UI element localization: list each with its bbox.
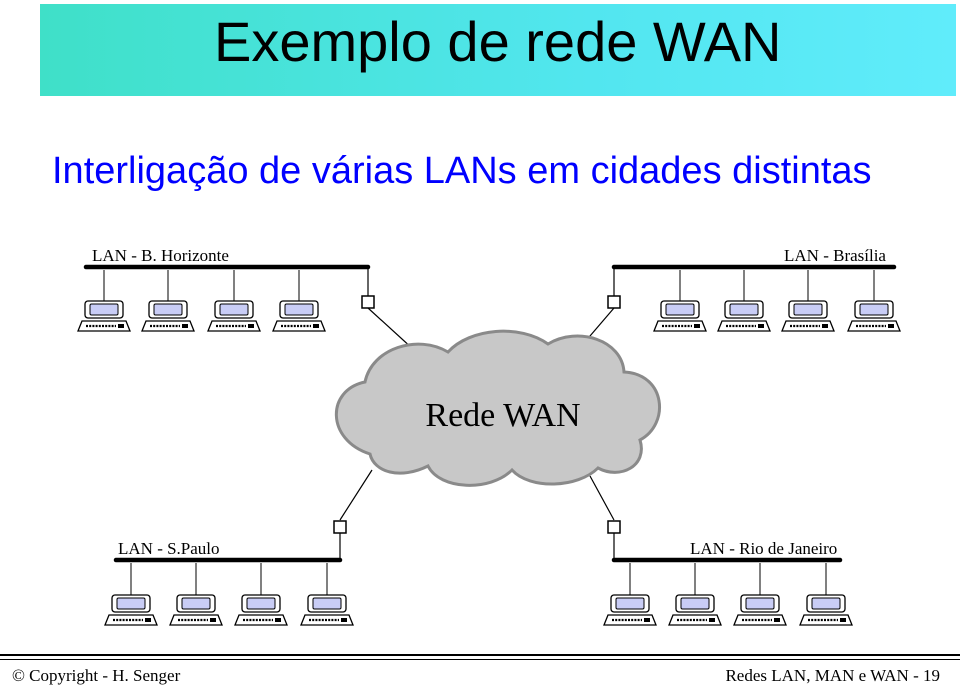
computer-icon — [104, 594, 158, 626]
computer-icon — [234, 594, 288, 626]
lan-sao-paulo — [104, 520, 354, 626]
footer-rule — [0, 654, 960, 656]
lan-label-rio: LAN - Rio de Janeiro — [690, 539, 837, 558]
lan-groups — [77, 264, 901, 626]
computer-icon — [169, 594, 223, 626]
lan-label-bh: LAN - B. Horizonte — [92, 246, 229, 265]
wan-label: Rede WAN — [425, 397, 580, 434]
lan-label-sao-paulo: LAN - S.Paulo — [118, 539, 220, 558]
computer-icon — [847, 300, 901, 332]
lan-brasilia — [607, 264, 901, 332]
computer-icon — [733, 594, 787, 626]
lan-label-brasilia: LAN - Brasília — [784, 246, 886, 265]
router-node — [361, 295, 375, 309]
lan-bh — [77, 264, 375, 332]
page-subtitle: Interligação de várias LANs em cidades d… — [52, 150, 872, 192]
router-node — [607, 295, 621, 309]
footer-slide-info: Redes LAN, MAN e WAN - 19 — [725, 666, 940, 685]
router-node — [607, 520, 621, 534]
lan-rio — [603, 520, 853, 626]
computer-icon — [799, 594, 853, 626]
page-title: Exemplo de rede WAN — [214, 10, 782, 73]
computer-icon — [781, 300, 835, 332]
wan-cloud — [334, 329, 661, 487]
computer-icon — [272, 300, 326, 332]
computer-icon — [141, 300, 195, 332]
computer-icon — [207, 300, 261, 332]
computer-icon — [300, 594, 354, 626]
computer-icon — [668, 594, 722, 626]
computer-icon — [77, 300, 131, 332]
computer-icon — [717, 300, 771, 332]
title-bar — [40, 4, 956, 96]
router-node — [333, 520, 347, 534]
computer-icon — [603, 594, 657, 626]
footer-rule-thin — [0, 659, 960, 660]
footer-copyright: © Copyright - H. Senger — [12, 666, 181, 685]
computer-icon — [653, 300, 707, 332]
